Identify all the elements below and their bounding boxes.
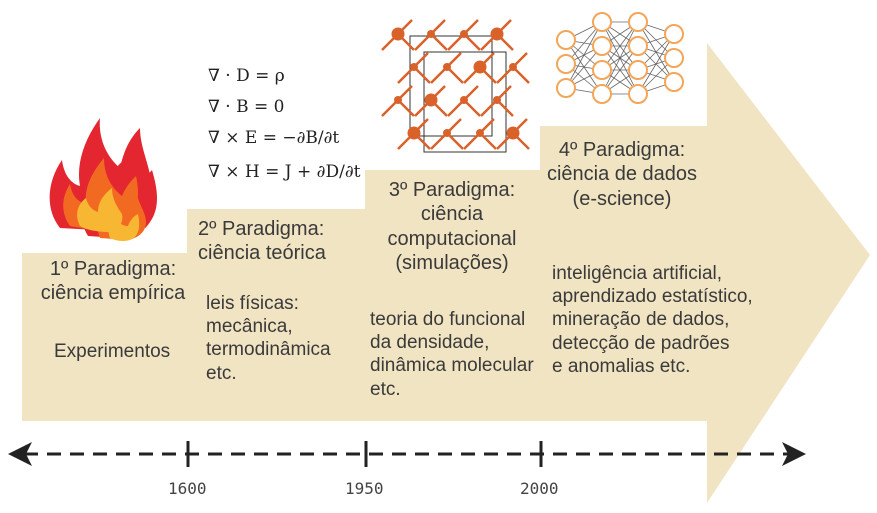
lattice-atom	[443, 129, 451, 137]
paradigm-3-title-line4: (simulações)	[395, 252, 509, 275]
nn-edge	[565, 21, 603, 89]
timeline-axis	[8, 441, 806, 467]
paradigm-2-desc-line: termodinâmica	[206, 339, 331, 361]
paradigm-3-title-line1: 3º Paradigma:	[388, 179, 516, 201]
year-label-1950: 1950	[345, 479, 384, 498]
paradigm-3-desc-line: teoria do funcional	[370, 309, 526, 330]
nn-node	[628, 60, 648, 80]
lattice-atom	[509, 63, 517, 71]
nn-node	[664, 48, 684, 68]
paradigm-3-desc-line: da densidade,	[370, 332, 490, 354]
paradigm-2-desc-line: leis físicas:	[206, 293, 299, 314]
paradigm-4-title-line1: 4º Paradigma:	[558, 139, 686, 161]
equation-1: ∇ · D = ρ	[208, 66, 285, 86]
nn-node	[628, 36, 648, 56]
lattice-atom	[490, 27, 504, 41]
lattice-atom	[460, 30, 468, 38]
lattice-atom	[506, 126, 520, 140]
year-label-1600: 1600	[168, 479, 207, 498]
nn-node	[556, 54, 576, 74]
nn-node	[556, 78, 576, 98]
paradigm-1-title-line1: 1º Paradigma:	[49, 258, 177, 280]
paradigm-3-desc-line: etc.	[370, 378, 401, 400]
lattice-atom	[493, 96, 501, 104]
lattice-cell-edge	[423, 51, 507, 153]
paradigm-1-title-line2: ciência empírica	[40, 282, 186, 305]
nn-node	[592, 84, 612, 104]
timeline-right-arrowhead	[782, 442, 806, 466]
fire-icon	[49, 118, 157, 241]
timeline-left-arrowhead	[8, 442, 32, 466]
equation-4: ∇ × H = J + ∂D/∂t	[208, 162, 361, 182]
nn-node	[592, 36, 612, 56]
crystal-lattice-icon	[381, 19, 530, 153]
paradigm-4-title-line2: ciência de dados	[546, 163, 698, 186]
nn-node	[628, 12, 648, 32]
nn-node	[664, 72, 684, 92]
paradigm-2-desc-line: mecânica,	[206, 316, 293, 338]
paradigm-2-desc-line: etc.	[206, 362, 237, 384]
paradigm-4-desc-line: e anomalias etc.	[552, 355, 691, 377]
paradigm-4-desc-line: aprendizado estatístico,	[552, 286, 753, 308]
lattice-atom	[394, 96, 402, 104]
lattice-atom	[407, 126, 421, 140]
equation-2: ∇ · B = 0	[208, 97, 285, 117]
paradigm-2-description: leis físicas: mecânica, termodinâmica et…	[206, 292, 331, 385]
nn-node	[664, 24, 684, 44]
neural-network-icon	[556, 12, 684, 104]
lattice-atom	[460, 96, 468, 104]
equation-3: ∇ × E = −∂B/∂t	[208, 128, 340, 148]
paradigm-1-desc-line: Experimentos	[54, 341, 171, 362]
nn-node	[592, 60, 612, 80]
paradigm-1-description: Experimentos	[54, 340, 170, 363]
staircase-arrow	[22, 43, 870, 503]
paradigm-3-title-line3: computacional	[387, 227, 517, 250]
paradigm-2-title: 2º Paradigma: ciência teórica	[198, 217, 348, 266]
nn-edge	[637, 33, 675, 95]
lattice-atom	[473, 60, 487, 74]
lattice-atom	[427, 30, 435, 38]
paradigm-4-title: 4º Paradigma: ciência de dados (e-scienc…	[542, 138, 702, 211]
paradigm-4-desc-line: mineração de dados,	[552, 309, 730, 331]
paradigm-3-desc-line: dinâmica molecular	[370, 355, 534, 377]
nn-node	[556, 30, 576, 50]
paradigm-4-title-line3: (e-science)	[572, 187, 672, 210]
paradigm-4-desc-line: inteligência artificial,	[552, 263, 723, 284]
paradigm-3-description: teoria do funcional da densidade, dinâmi…	[370, 308, 534, 401]
paradigm-2-title-line2: ciência teórica	[198, 242, 326, 265]
paradigm-4-desc-line: detecção de padrões	[552, 332, 730, 354]
lattice-atom	[443, 63, 451, 71]
lattice-atom	[410, 63, 418, 71]
year-label-2000: 2000	[520, 479, 559, 498]
paradigm-1-title: 1º Paradigma: ciência empírica	[38, 257, 188, 306]
lattice-atom	[391, 27, 405, 41]
paradigm-2-title-line1: 2º Paradigma:	[198, 218, 325, 240]
nn-edge	[601, 21, 639, 95]
paradigm-3-title-line2: ciência	[420, 203, 484, 226]
paradigm-3-title: 3º Paradigma: ciência computacional (sim…	[372, 178, 532, 276]
lattice-cell-edge	[409, 35, 493, 137]
lattice-atom	[424, 93, 438, 107]
nn-node	[628, 84, 648, 104]
paradigm-4-description: inteligência artificial, aprendizado est…	[552, 262, 753, 378]
lattice-atom	[476, 129, 484, 137]
nn-node	[592, 12, 612, 32]
